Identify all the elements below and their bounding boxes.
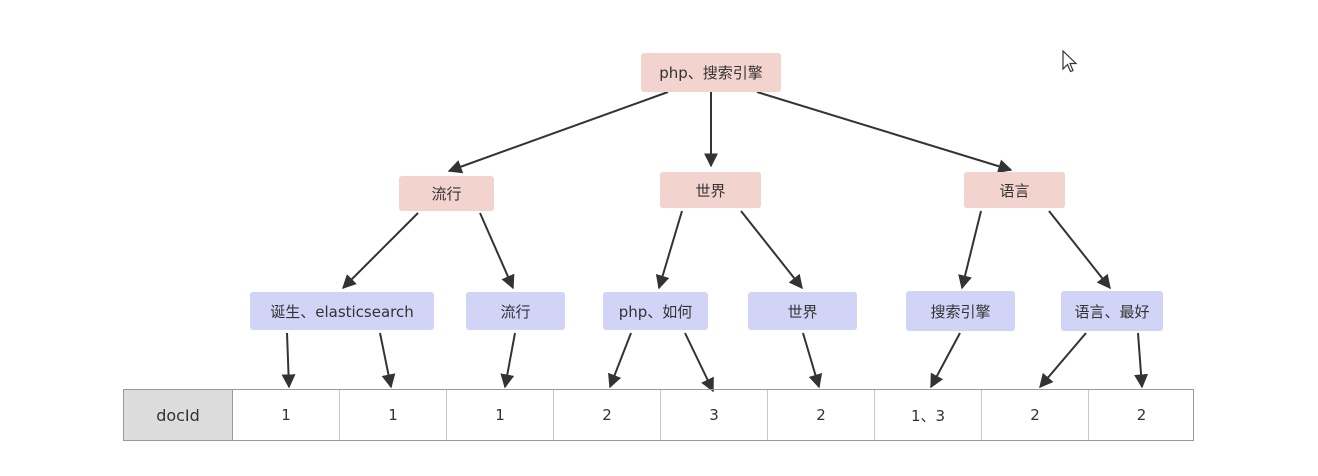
- leaf-node-shijie: 世界: [748, 292, 857, 330]
- leaf-node-language-best: 语言、最好: [1061, 291, 1163, 331]
- edge-leaf6-cell9: [1134, 332, 1149, 389]
- docid-cell: 2: [1136, 406, 1147, 424]
- edge-yuyan-search: [958, 210, 982, 290]
- docid-cell: 2: [982, 390, 1089, 440]
- edge-leaf1-cell2: [379, 332, 396, 389]
- edge-leaf5-cell7: [930, 332, 961, 389]
- edge-shijie-php: [655, 210, 683, 290]
- node-yuyan: 语言: [964, 172, 1065, 208]
- docid-cell: 2: [768, 390, 875, 440]
- edge-leaf1-cell1: [281, 332, 296, 389]
- docid-cell: 2: [554, 390, 661, 440]
- docid-cell: 3: [661, 390, 768, 440]
- leaf-node-search-engine: 搜索引擎: [906, 291, 1015, 331]
- edge-leaf2-cell3: [500, 332, 516, 389]
- edge-leaf6-cell8: [1039, 332, 1087, 389]
- node-shijie: 世界: [660, 172, 761, 208]
- edge-leaf4-cell6: [802, 332, 823, 389]
- edge-yuyan-best: [1048, 210, 1111, 290]
- root-node: php、搜索引擎: [641, 53, 781, 92]
- docid-cell: 1: [233, 390, 340, 440]
- edge-leaf3-cell5: [684, 332, 714, 393]
- docid-cell: 1、3: [875, 390, 982, 440]
- docid-header-cell: docId: [124, 390, 233, 440]
- leaf-node-php-how: php、如何: [603, 292, 708, 330]
- edge-root-yuyan: [756, 91, 1013, 173]
- node-liuxing: 流行: [399, 176, 494, 211]
- edge-liuxing-birth: [342, 212, 419, 289]
- docid-table: docId 1 1 1 2 3 2 1、3 2 2: [123, 389, 1194, 441]
- docid-cell: 1: [340, 390, 447, 440]
- edge-liuxing-liuxing: [479, 212, 515, 290]
- edge-shijie-shijie: [740, 210, 803, 290]
- edge-leaf3-cell4: [608, 332, 632, 389]
- leaf-node-birth-elasticsearch: 诞生、elasticsearch: [250, 292, 434, 330]
- edge-root-liuxing: [447, 91, 669, 174]
- mouse-pointer-icon: [1062, 50, 1078, 73]
- leaf-node-liuxing: 流行: [466, 292, 565, 330]
- docid-cell: 1: [447, 390, 554, 440]
